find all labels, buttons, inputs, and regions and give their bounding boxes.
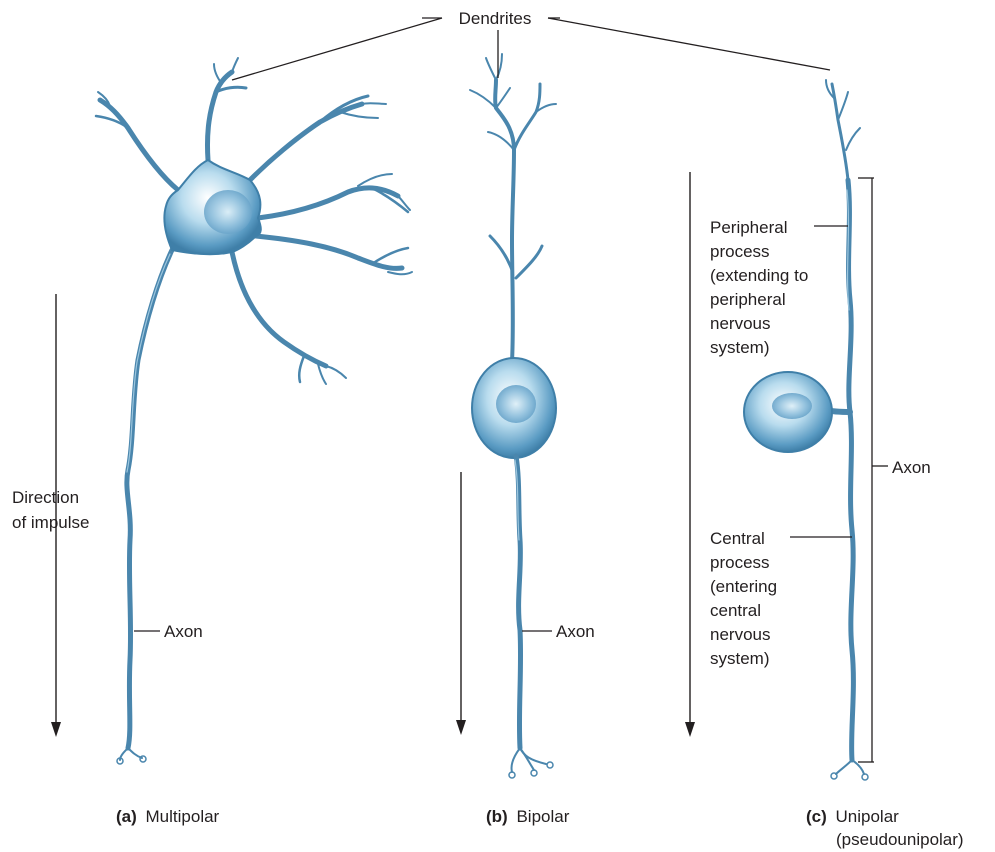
bipolar-nucleus: [496, 385, 536, 423]
unipolar-nucleus: [772, 393, 812, 419]
svg-text:peripheral: peripheral: [710, 290, 786, 309]
svg-text:system): system): [710, 338, 770, 357]
svg-text:Peripheral: Peripheral: [710, 218, 788, 237]
direction-arrow-b: [456, 472, 466, 735]
caption-unipolar: (c) Unipolar: [806, 807, 899, 826]
direction-label-line1: Direction: [12, 488, 79, 507]
svg-text:process: process: [710, 242, 770, 261]
svg-text:process: process: [710, 553, 770, 572]
multipolar-axon-terminals: [117, 748, 146, 764]
caption-unipolar-extra: (pseudounipolar): [836, 830, 964, 849]
axon-c-bracket: [858, 178, 888, 762]
caption-multipolar: (a) Multipolar: [116, 807, 220, 826]
unipolar-dendrites: [826, 80, 860, 180]
svg-text:(entering: (entering: [710, 577, 777, 596]
bipolar-axon-terminals: [509, 748, 553, 778]
caption-bipolar: (b) Bipolar: [486, 807, 570, 826]
unipolar-central-process: [850, 412, 853, 760]
direction-arrow-c: [685, 172, 695, 737]
svg-text:(extending to: (extending to: [710, 266, 808, 285]
direction-label-line2: of impulse: [12, 513, 89, 532]
svg-text:Central: Central: [710, 529, 765, 548]
peripheral-process-label: Peripheral process (extending to periphe…: [710, 218, 808, 357]
multipolar-axon: [127, 250, 172, 748]
unipolar-neuron: [744, 80, 868, 780]
axon-label-a: Axon: [164, 622, 203, 641]
axon-label-c: Axon: [892, 458, 931, 477]
bipolar-neuron: [470, 54, 556, 778]
bipolar-dendrites: [470, 54, 556, 362]
multipolar-neuron: [96, 58, 412, 764]
central-process-label: Central process (entering central nervou…: [710, 529, 777, 668]
unipolar-axon-terminals: [831, 760, 868, 780]
svg-text:central: central: [710, 601, 761, 620]
svg-text:nervous: nervous: [710, 625, 770, 644]
svg-text:nervous: nervous: [710, 314, 770, 333]
svg-text:system): system): [710, 649, 770, 668]
axon-label-b: Axon: [556, 622, 595, 641]
multipolar-nucleus: [204, 190, 252, 234]
dendrites-label: Dendrites: [459, 9, 532, 28]
